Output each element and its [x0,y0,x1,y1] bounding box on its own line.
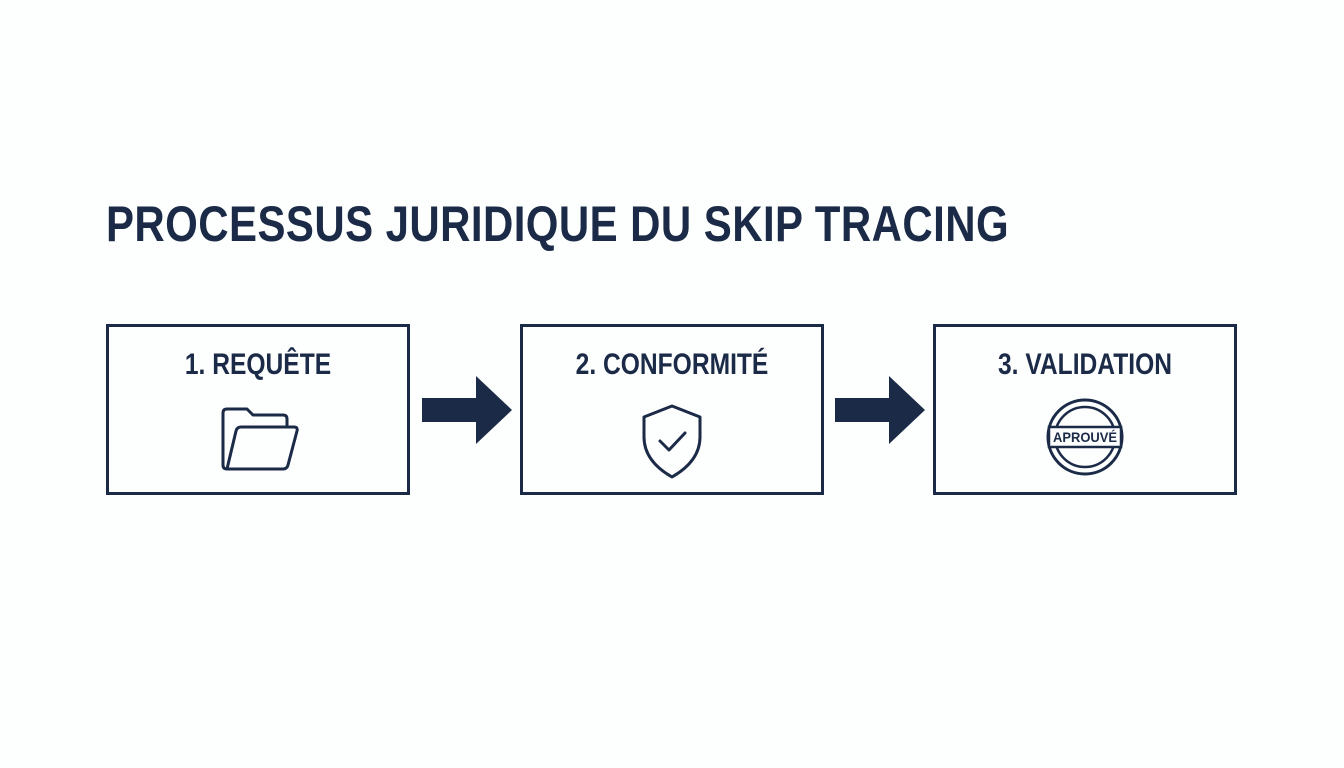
folder-icon [221,407,299,471]
diagram-title: PROCESSUS JURIDIQUE DU SKIP TRACING [106,196,1010,252]
step-validation-label: 3. VALIDATION [997,348,1173,381]
step-request: 1. REQUÊTE [106,324,410,495]
step-validation: 3. VALIDATION APROUVÉ [933,324,1237,495]
step-compliance-label: 2. CONFORMITÉ [575,348,769,381]
step-request-label: 1. REQUÊTE [184,348,332,381]
arrow-right-icon [835,376,925,444]
approved-stamp-icon: APROUVÉ [1046,398,1124,476]
step-compliance: 2. CONFORMITÉ [520,324,824,495]
arrow-right-icon [422,376,512,444]
shield-check-icon [642,404,702,479]
approved-stamp-text: APROUVÉ [1053,429,1117,445]
